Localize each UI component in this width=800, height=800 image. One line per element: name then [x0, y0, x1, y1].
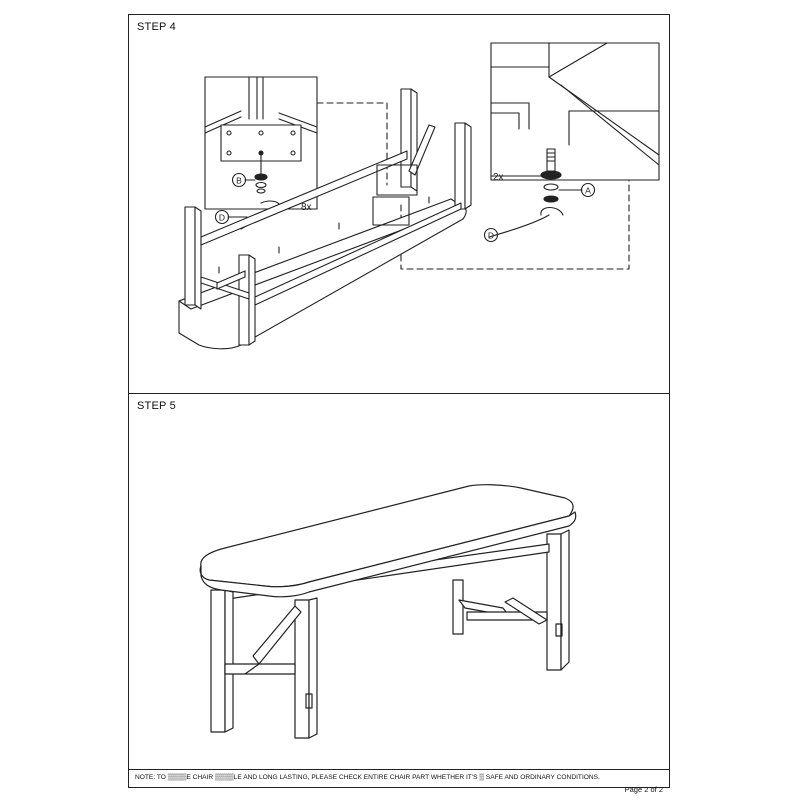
left-zoom-detail	[204, 76, 318, 230]
quantity-8x-label: 8x	[301, 202, 312, 213]
assembled-bench	[199, 484, 577, 739]
callout-d-left-label: D	[219, 213, 225, 223]
instruction-sheet-frame: STEP 4	[128, 14, 670, 794]
page-number: Page 2 of 2	[624, 785, 663, 794]
step-5-panel: STEP 5	[129, 394, 669, 770]
callout-d-right-label: D	[488, 231, 494, 241]
zoom-connector-left	[316, 102, 388, 186]
callout-a-label: A	[585, 186, 591, 196]
step-5-title: STEP 5	[137, 400, 176, 412]
step-5-drawing	[199, 484, 577, 739]
callout-b-label: B	[236, 176, 242, 186]
step-4-title: STEP 4	[137, 21, 176, 33]
quantity-2x-label: 2x	[493, 172, 504, 183]
right-zoom-detail	[490, 42, 660, 181]
footer-note: NOTE: TO ▒▒▒▒E CHAIR ▒▒▒▒LE AND LONG LAS…	[135, 774, 600, 781]
bench-upside-down	[178, 88, 472, 350]
step-4-panel: STEP 4	[129, 15, 669, 394]
step-4-drawing: B D A D 8x 2x	[178, 42, 660, 350]
callout-d-right-circle	[483, 227, 499, 243]
